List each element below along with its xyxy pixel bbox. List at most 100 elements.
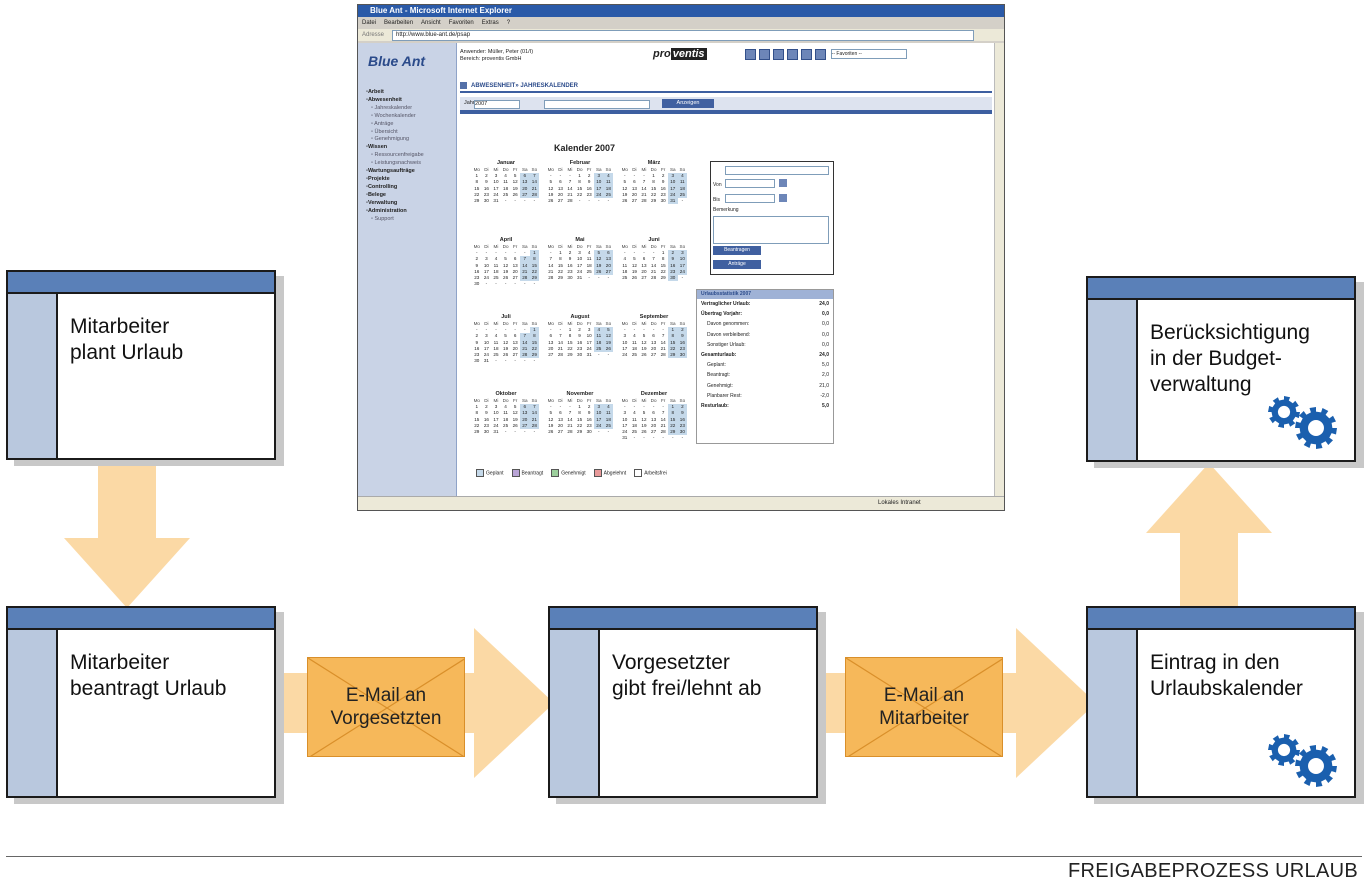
day-cell[interactable]: 21 (567, 191, 573, 197)
day-cell[interactable]: 21 (660, 345, 666, 351)
day-cell[interactable]: 19 (603, 339, 614, 346)
day-cell[interactable]: 7 (529, 173, 540, 180)
day-cell[interactable]: 2 (677, 404, 688, 411)
day-cell[interactable]: - (681, 275, 684, 281)
day-cell[interactable]: 7 (652, 256, 655, 262)
day-cell[interactable]: 19 (548, 422, 554, 428)
day-cell[interactable]: 18 (631, 345, 637, 351)
day-cell[interactable]: 11 (603, 179, 614, 186)
person-select[interactable] (544, 100, 650, 109)
day-cell[interactable]: 12 (548, 416, 554, 422)
year-select[interactable]: 2007 (474, 100, 520, 109)
day-cell[interactable]: 23 (474, 275, 480, 281)
day-cell[interactable]: 25 (631, 352, 637, 358)
day-cell[interactable]: 22 (529, 268, 540, 276)
day-cell[interactable]: 14 (660, 339, 666, 345)
day-cell[interactable]: 21 (529, 185, 540, 192)
day-cell[interactable]: 5 (513, 173, 517, 179)
day-cell[interactable]: - (598, 275, 600, 281)
day-cell[interactable]: 25 (503, 422, 509, 428)
day-cell[interactable]: 13 (603, 256, 614, 263)
day-cell[interactable]: 8 (529, 333, 540, 340)
day-cell[interactable]: 22 (660, 268, 666, 274)
day-cell[interactable]: 1 (578, 404, 581, 410)
day-cell[interactable]: - (559, 327, 562, 333)
day-cell[interactable]: - (504, 281, 507, 287)
day-cell[interactable]: 9 (475, 339, 479, 345)
day-cell[interactable]: 8 (475, 410, 479, 416)
day-cell[interactable]: 16 (660, 185, 666, 191)
day-cell[interactable]: - (607, 275, 610, 281)
day-cell[interactable]: 24 (483, 352, 489, 358)
day-cell[interactable]: 16 (483, 416, 489, 422)
day-cell[interactable]: 25 (593, 345, 604, 353)
day-cell[interactable]: 5 (513, 404, 517, 410)
day-cell[interactable]: 5 (504, 333, 507, 339)
day-cell[interactable]: 24 (493, 422, 499, 428)
day-cell[interactable]: 1 (667, 327, 678, 334)
day-cell[interactable]: 10 (493, 410, 499, 416)
day-cell[interactable]: 27 (512, 352, 518, 358)
day-cell[interactable]: 12 (593, 256, 604, 263)
day-cell[interactable]: 6 (549, 333, 553, 339)
day-cell[interactable]: - (588, 275, 590, 281)
day-cell[interactable]: 28 (519, 275, 530, 282)
day-cell[interactable]: 16 (567, 262, 573, 268)
day-cell[interactable]: 8 (559, 256, 562, 262)
day-cell[interactable]: 8 (568, 333, 572, 339)
nav-item[interactable]: ▫Verwaltung (366, 199, 398, 206)
day-cell[interactable]: - (514, 198, 516, 204)
day-cell[interactable]: 27 (631, 198, 637, 204)
day-cell[interactable]: 22 (651, 191, 657, 197)
day-cell[interactable]: 18 (677, 185, 688, 192)
day-cell[interactable]: - (524, 327, 526, 333)
day-cell[interactable]: 16 (483, 185, 489, 191)
day-cell[interactable]: 10 (483, 262, 489, 268)
day-cell[interactable]: 7 (642, 179, 646, 185)
scrollbar[interactable] (994, 43, 1004, 496)
day-cell[interactable]: 7 (519, 256, 530, 263)
day-cell[interactable]: 9 (587, 179, 591, 185)
nav-item[interactable]: ▫Controlling (366, 183, 398, 190)
day-cell[interactable]: 27 (557, 198, 563, 204)
day-cell[interactable]: 9 (578, 333, 581, 339)
day-cell[interactable]: 24 (593, 191, 604, 199)
day-cell[interactable]: 18 (503, 416, 509, 422)
day-cell[interactable]: 9 (485, 179, 488, 185)
day-cell[interactable]: 5 (642, 333, 646, 339)
day-cell[interactable]: 25 (493, 275, 499, 281)
day-cell[interactable]: 7 (559, 333, 562, 339)
from-calendar-icon[interactable] (779, 179, 787, 187)
day-cell[interactable]: 26 (512, 191, 518, 197)
day-cell[interactable]: 31 (622, 435, 628, 441)
day-cell[interactable]: 9 (568, 256, 572, 262)
day-cell[interactable]: 10 (667, 179, 678, 186)
day-cell[interactable]: - (559, 173, 562, 179)
day-cell[interactable]: - (598, 429, 600, 435)
day-cell[interactable]: 9 (587, 410, 591, 416)
day-cell[interactable]: 7 (661, 410, 665, 416)
to-calendar-icon[interactable] (779, 194, 787, 202)
day-cell[interactable]: 1 (529, 250, 540, 257)
day-cell[interactable]: 4 (587, 250, 591, 256)
day-cell[interactable]: 23 (667, 268, 678, 276)
day-cell[interactable]: 14 (651, 262, 657, 268)
day-cell[interactable]: 21 (567, 422, 573, 428)
day-cell[interactable]: 19 (512, 416, 518, 422)
day-cell[interactable]: 7 (568, 179, 572, 185)
day-cell[interactable]: 11 (493, 339, 499, 345)
day-cell[interactable]: 30 (483, 198, 489, 204)
nav-item[interactable]: ▫ Anträge (371, 120, 394, 127)
day-cell[interactable]: 3 (593, 404, 604, 411)
day-cell[interactable]: 19 (503, 268, 509, 274)
day-cell[interactable]: - (624, 404, 626, 410)
day-cell[interactable]: 3 (677, 250, 688, 257)
day-cell[interactable]: 16 (474, 345, 480, 351)
day-cell[interactable]: - (495, 250, 497, 256)
day-cell[interactable]: 22 (667, 422, 678, 430)
day-cell[interactable]: 17 (677, 262, 688, 269)
day-cell[interactable]: 23 (483, 191, 489, 197)
day-cell[interactable]: 22 (557, 268, 563, 274)
day-cell[interactable]: 15 (557, 262, 563, 268)
day-cell[interactable]: 26 (641, 352, 647, 358)
